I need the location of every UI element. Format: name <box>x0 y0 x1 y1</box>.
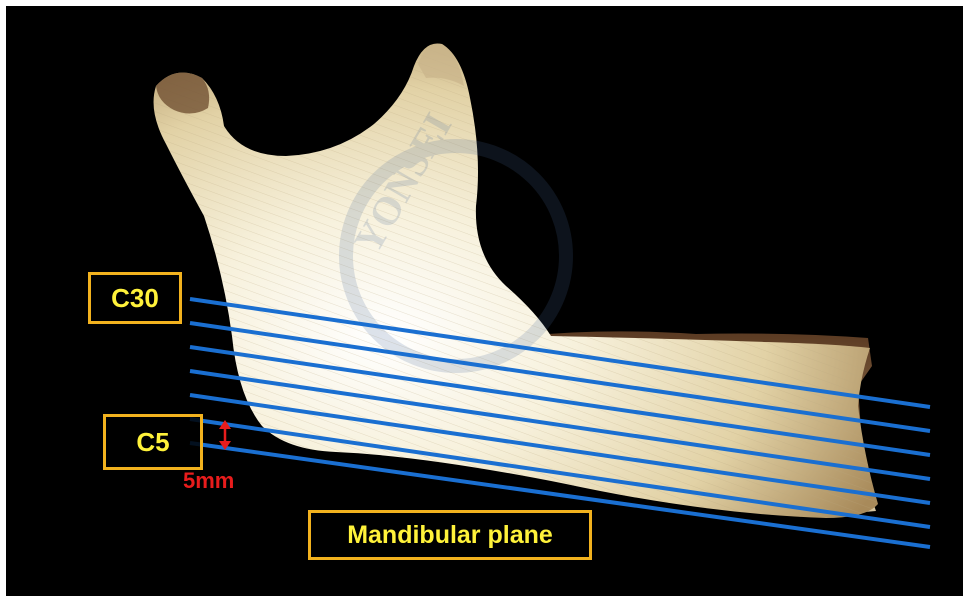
label-c30: C30 <box>88 272 182 324</box>
spacing-label: 5mm <box>183 468 234 494</box>
surface-contours <box>154 43 878 518</box>
label-c5: C5 <box>103 414 203 470</box>
label-mandibular-plane: Mandibular plane <box>308 510 592 560</box>
ct-render-viewport: YONSEI C30 C5 5mm Mandibular plane <box>6 6 963 596</box>
